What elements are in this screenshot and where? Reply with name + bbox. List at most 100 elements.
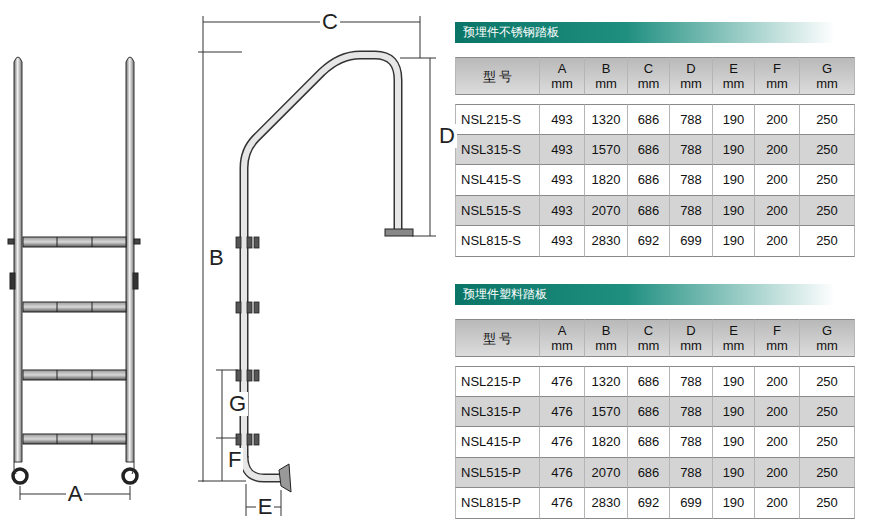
dimension-value: 788 bbox=[680, 142, 702, 157]
dimension-value: 190 bbox=[723, 404, 745, 419]
model-number: NSL515-S bbox=[461, 203, 521, 218]
table-header-cell: 型 号 bbox=[455, 57, 540, 95]
table-cell: 788 bbox=[670, 458, 713, 489]
model-number: NSL415-S bbox=[461, 172, 521, 187]
table-header-cell: D mm bbox=[670, 57, 713, 95]
table-cell: 692 bbox=[628, 488, 670, 519]
table-header-cell: F mm bbox=[755, 319, 800, 357]
dimension-value: 788 bbox=[680, 203, 702, 218]
column-header: 型 号 bbox=[483, 331, 513, 346]
dimension-value: 250 bbox=[816, 172, 838, 187]
table-cell: 476 bbox=[540, 397, 585, 428]
column-header: F mm bbox=[764, 323, 790, 353]
table-cell: 788 bbox=[670, 427, 713, 458]
table-cell: 250 bbox=[800, 196, 855, 227]
table-cell: 200 bbox=[755, 488, 800, 519]
dimension-value: 476 bbox=[551, 404, 573, 419]
table-cell: NSL315-P bbox=[455, 397, 540, 428]
table-cell: 788 bbox=[670, 135, 713, 166]
table-cell: 493 bbox=[540, 104, 585, 135]
table-header-cell: F mm bbox=[755, 57, 800, 95]
table-cell: 250 bbox=[800, 165, 855, 196]
table-cell: NSL215-P bbox=[455, 366, 540, 397]
table-header-cell: B mm bbox=[585, 57, 628, 95]
table-cell: 190 bbox=[713, 226, 755, 257]
dimension-letter: C bbox=[320, 10, 340, 34]
model-number: NSL315-P bbox=[461, 404, 521, 419]
dimension-value: 1820 bbox=[592, 172, 621, 187]
dimension-value: 200 bbox=[766, 404, 788, 419]
table-cell: 788 bbox=[670, 366, 713, 397]
column-header: E mm bbox=[721, 323, 747, 353]
table-cell: 686 bbox=[628, 427, 670, 458]
dimension-letter: D bbox=[437, 124, 457, 148]
table-header-cell: E mm bbox=[713, 319, 755, 357]
table-cell: 2070 bbox=[585, 458, 628, 489]
model-number: NSL815-P bbox=[461, 495, 521, 510]
dimension-value: 686 bbox=[638, 112, 660, 127]
table-cell: 686 bbox=[628, 366, 670, 397]
table-cell: 686 bbox=[628, 135, 670, 166]
table-cell: NSL215-S bbox=[455, 104, 540, 135]
table-cell: 1570 bbox=[585, 397, 628, 428]
table-cell: 686 bbox=[628, 165, 670, 196]
table-cell: NSL315-S bbox=[455, 135, 540, 166]
table-cell: 1320 bbox=[585, 104, 628, 135]
dimension-value: 1570 bbox=[592, 142, 621, 157]
dimension-value: 200 bbox=[766, 203, 788, 218]
table-cell: 788 bbox=[670, 397, 713, 428]
table-title-band: 预埋件不锈钢踏板 bbox=[455, 22, 835, 43]
dimension-value: 476 bbox=[551, 434, 573, 449]
table-header-cell: A mm bbox=[540, 57, 585, 95]
dimension-letter: G bbox=[227, 392, 248, 416]
dimension-value: 200 bbox=[766, 495, 788, 510]
table-cell: 493 bbox=[540, 165, 585, 196]
dimension-value: 493 bbox=[551, 233, 573, 248]
table-cell: 699 bbox=[670, 226, 713, 257]
table-cell: 250 bbox=[800, 458, 855, 489]
dimension-value: 788 bbox=[680, 112, 702, 127]
table-header-cell: C mm bbox=[628, 57, 670, 95]
table-title-band: 预埋件塑料踏板 bbox=[455, 284, 835, 305]
dimension-value: 788 bbox=[680, 465, 702, 480]
dimension-value: 692 bbox=[638, 495, 660, 510]
table-cell: 788 bbox=[670, 104, 713, 135]
dimension-value: 190 bbox=[723, 233, 745, 248]
column-header: A mm bbox=[549, 323, 575, 353]
dimension-value: 686 bbox=[638, 142, 660, 157]
dimension-value: 2070 bbox=[592, 203, 621, 218]
dimension-value: 2070 bbox=[592, 465, 621, 480]
dimension-value: 250 bbox=[816, 495, 838, 510]
table-cell: 788 bbox=[670, 196, 713, 227]
dimension-value: 493 bbox=[551, 203, 573, 218]
dimension-value: 788 bbox=[680, 404, 702, 419]
front-view bbox=[8, 57, 140, 500]
dimension-value: 2830 bbox=[592, 495, 621, 510]
dimension-value: 686 bbox=[638, 374, 660, 389]
dimension-value: 686 bbox=[638, 434, 660, 449]
model-number: NSL315-S bbox=[461, 142, 521, 157]
dimension-value: 200 bbox=[766, 374, 788, 389]
table-cell: 200 bbox=[755, 458, 800, 489]
dimension-value: 1820 bbox=[592, 434, 621, 449]
side-view bbox=[198, 16, 436, 516]
table-cell: 190 bbox=[713, 397, 755, 428]
table-cell: 250 bbox=[800, 135, 855, 166]
dimension-value: 250 bbox=[816, 142, 838, 157]
table-cell: 200 bbox=[755, 165, 800, 196]
model-number: NSL215-P bbox=[461, 374, 521, 389]
table-cell: NSL515-S bbox=[455, 196, 540, 227]
dimension-value: 200 bbox=[766, 233, 788, 248]
dimension-value: 1570 bbox=[592, 404, 621, 419]
table-cell: 1570 bbox=[585, 135, 628, 166]
dimension-value: 190 bbox=[723, 112, 745, 127]
dimension-value: 493 bbox=[551, 172, 573, 187]
dimension-value: 250 bbox=[816, 374, 838, 389]
table-cell: 1820 bbox=[585, 165, 628, 196]
table-cell: 200 bbox=[755, 196, 800, 227]
dimension-letter: A bbox=[66, 482, 85, 506]
table-cell: 493 bbox=[540, 135, 585, 166]
column-header: 型 号 bbox=[483, 69, 513, 84]
column-header: D mm bbox=[678, 323, 704, 353]
model-number: NSL515-P bbox=[461, 465, 521, 480]
